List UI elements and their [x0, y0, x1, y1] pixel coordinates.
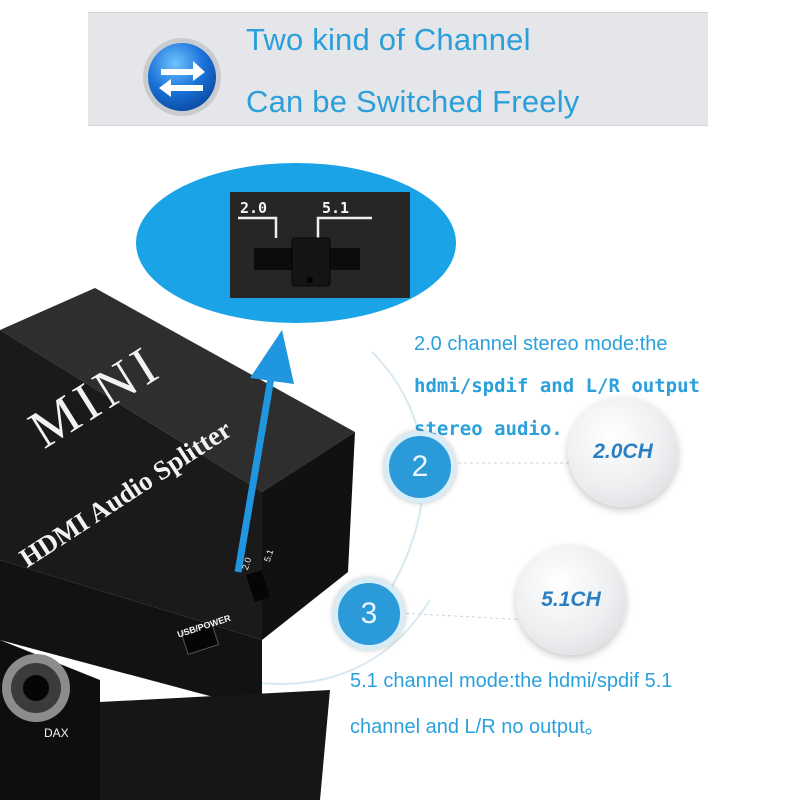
- mode3-channel-badge: 5.1CH: [516, 545, 626, 655]
- swap-arrows-icon: [143, 38, 221, 116]
- banner-title-line1: Two kind of Channel: [246, 22, 531, 57]
- mode3-number-badge: 3: [333, 578, 405, 650]
- mode3-description-line1: 5.1 channel mode:the hdmi/spdif 5.1: [350, 670, 673, 692]
- mode2-description-line2: hdmi/spdif and L/R output: [414, 375, 700, 397]
- device-coax-label: DAX: [44, 726, 69, 740]
- device: [0, 288, 355, 800]
- pointer-arrowhead: [250, 330, 294, 384]
- zoom-label-2-0: 2.0: [240, 199, 268, 217]
- mode2-channel-badge: 2.0CH: [568, 397, 678, 507]
- mode2-number-badge: 2: [384, 431, 456, 503]
- mode2-description-line1: 2.0 channel stereo mode:the: [414, 333, 668, 355]
- banner-title-line2: Can be Switched Freely: [246, 84, 580, 119]
- pointer-arrow: [234, 371, 276, 573]
- zoom-label-5-1: 5.1: [322, 199, 350, 217]
- mode3-description-line2: channel and L/R no output。: [350, 716, 605, 738]
- mode2-description-line3: stereo audio.: [414, 418, 563, 440]
